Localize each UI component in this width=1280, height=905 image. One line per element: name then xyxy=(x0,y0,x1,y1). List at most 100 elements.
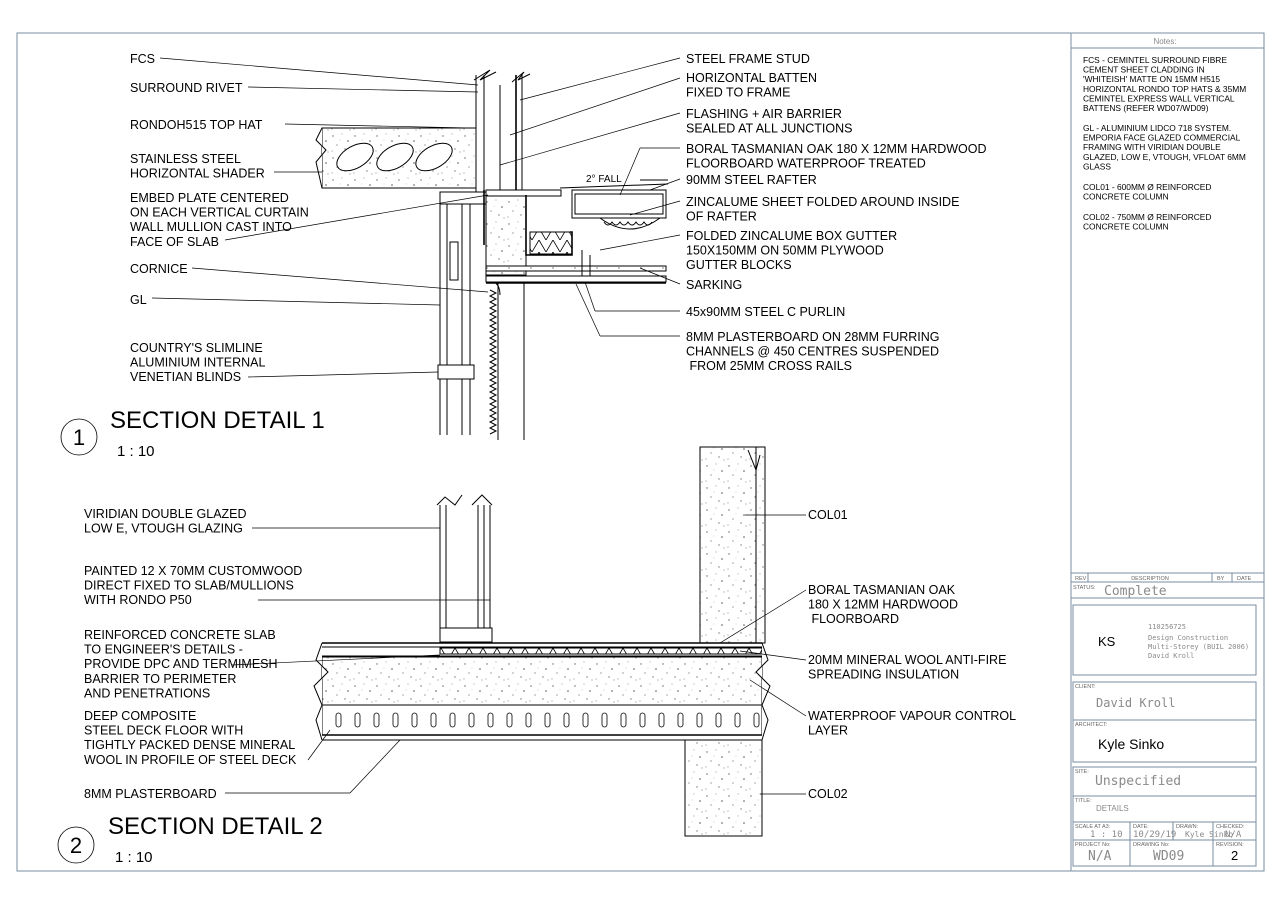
deck-rib-slot xyxy=(525,712,532,728)
detail-2-leaders xyxy=(225,514,807,795)
initials: KS xyxy=(1098,634,1116,649)
client-value: David Kroll xyxy=(1096,696,1175,710)
scale-label: SCALE AT A3: xyxy=(1075,824,1111,830)
checked-label: CHECKED: xyxy=(1216,824,1245,830)
site-value: Unspecified xyxy=(1095,774,1181,789)
detail-2-drawing xyxy=(313,446,771,837)
label-surround-rivet: SURROUND RIVET xyxy=(130,81,243,95)
client-label: CLIENT: xyxy=(1075,684,1096,690)
drawn-value: Kyle Sinko xyxy=(1185,830,1233,839)
deck-rib-slot xyxy=(354,712,361,728)
sheet-border xyxy=(16,32,1265,872)
detail-1-labels-left: FCS SURROUND RIVET RONDOH515 TOP HAT STA… xyxy=(130,52,309,384)
revision-value: 2 xyxy=(1231,848,1238,863)
detail-1-drawing xyxy=(315,69,669,440)
label-fcs: FCS xyxy=(130,52,155,66)
detail-1-leaders xyxy=(151,57,681,378)
rev-header-date: DATE xyxy=(1237,576,1252,582)
label-plasterboard: 8MM PLASTERBOARD xyxy=(84,787,217,801)
deck-rib-slot xyxy=(620,712,627,728)
detail-2-number: 2 xyxy=(70,833,82,858)
title-value: DETAILS xyxy=(1096,804,1129,813)
deck-rib-slot xyxy=(696,712,703,728)
deck-rib-slot xyxy=(734,712,741,728)
drawing-no-value: WD09 xyxy=(1153,849,1184,864)
detail-2-title-block: 2 SECTION DETAIL 2 1 : 10 xyxy=(57,813,323,866)
site-label: SITE: xyxy=(1075,769,1089,775)
detail-1-scale: 1 : 10 xyxy=(117,443,155,460)
fall-annotation: 2° FALL xyxy=(586,174,622,185)
revision-label: REVISION: xyxy=(1216,842,1244,848)
title-label: TITLE: xyxy=(1075,798,1092,804)
detail-2-title: SECTION DETAIL 2 xyxy=(108,813,323,840)
deck-rib-slot xyxy=(753,712,760,728)
deck-rib-slot xyxy=(544,712,551,728)
notes-heading: Notes: xyxy=(1153,37,1176,46)
detail-1-title: SECTION DETAIL 1 xyxy=(110,407,325,434)
project-line-4: David Kroll xyxy=(1148,652,1194,660)
label-sarking: SARKING xyxy=(686,278,742,292)
drawing-no-label: DRAWING No: xyxy=(1133,842,1170,848)
date-label: DATE: xyxy=(1133,824,1149,830)
label-top-hat: RONDOH515 TOP HAT xyxy=(130,118,263,132)
deck-rib-slot xyxy=(639,712,646,728)
scale-value: 1 : 10 xyxy=(1090,830,1123,840)
deck-rib-slot xyxy=(715,712,722,728)
project-line-3: Multi-Storey (BUIL 2006) xyxy=(1148,643,1249,651)
deck-rib-slot xyxy=(373,712,380,728)
drawn-label: DRAWN: xyxy=(1176,824,1199,830)
status-label: STATUS: xyxy=(1073,585,1096,591)
deck-rib-slot xyxy=(563,712,570,728)
label-c-purlin: 45x90MM STEEL C PURLIN xyxy=(686,305,845,319)
detail-1-number-circle xyxy=(60,418,98,456)
deck-rib-slot xyxy=(506,712,513,728)
label-steel-rafter: 90MM STEEL RAFTER xyxy=(686,173,817,187)
deck-rib-slot xyxy=(601,712,608,728)
label-col02: COL02 xyxy=(808,787,848,801)
label-cornice: CORNICE xyxy=(130,262,188,276)
deck-rib-slot xyxy=(582,712,589,728)
deck-rib-slot xyxy=(430,712,437,728)
rev-header-rev: REV xyxy=(1075,576,1087,582)
architect-label: ARCHITECT: xyxy=(1075,722,1108,728)
checked-value: N/A xyxy=(1225,830,1242,840)
label-steel-frame-stud: STEEL FRAME STUD xyxy=(686,52,810,66)
deck-rib-slot xyxy=(392,712,399,728)
deck-rib-slot xyxy=(411,712,418,728)
detail-2-number-circle xyxy=(57,826,95,864)
date-value: 10/29/19 xyxy=(1133,830,1176,840)
project-line-2: Design Construction xyxy=(1148,634,1228,642)
project-no-value: N/A xyxy=(1088,849,1112,864)
note-gl: GL - ALUMINIUM LIDCO 718 SYSTEM.EMPORIA … xyxy=(1083,123,1246,171)
label-col01: COL01 xyxy=(808,508,848,522)
label-gl: GL xyxy=(130,293,147,307)
detail-1-title-block: 1 SECTION DETAIL 1 1 : 10 xyxy=(60,407,325,460)
deck-rib-slot xyxy=(468,712,475,728)
architect-value: Kyle Sinko xyxy=(1098,736,1164,752)
project-line-1: 110256725 xyxy=(1148,623,1186,631)
detail-2-scale: 1 : 10 xyxy=(115,849,153,866)
title-block: REV DESCRIPTION BY DATE STATUS: Complete… xyxy=(1071,572,1264,867)
